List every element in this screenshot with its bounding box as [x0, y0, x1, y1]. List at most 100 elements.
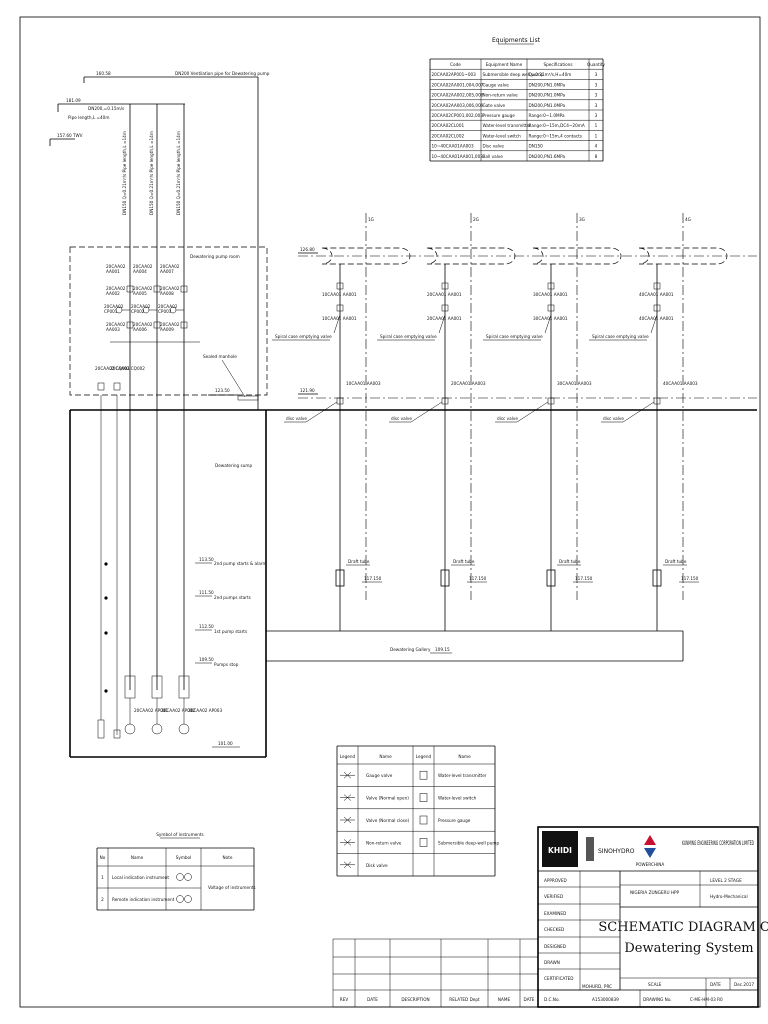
level-text-1: 2nd pump starts & alarm	[214, 561, 267, 566]
ventilation-elev: 160.58	[96, 71, 111, 76]
sump-title: Dewatering sump	[215, 463, 252, 468]
drawing-value: C-ME-HM-03 R0	[690, 997, 723, 1002]
dc-label: D.C.No.	[544, 997, 560, 1002]
legend-left-name: Valve (Normal open)	[366, 796, 409, 801]
equipment-cell: Submersible deep well pump	[483, 72, 544, 77]
drawing-label: DRAWING No.	[643, 997, 672, 1002]
pump-tag-1: 20CAA02 AP001	[134, 708, 168, 713]
date-value: Dec.2017	[734, 982, 754, 987]
equipment-cell: 10~40CAA01AA001,003	[432, 154, 484, 159]
svg-text:AA008: AA008	[160, 291, 174, 296]
certificated-value: MOHURD, PRC	[582, 984, 612, 989]
equipment-cell: DN200,PN1.0MPa	[529, 93, 566, 98]
instrument-name: Local indication instrument	[112, 875, 169, 880]
dewatering-gallery: Dewatering Gallery 109.15	[266, 630, 684, 662]
unit-2-spiral-valve-label: Spiral case emptying valve	[380, 334, 437, 339]
twv-elev: 157.60 TWV	[57, 133, 83, 138]
unit-1-disc-valve-label: disc valve	[286, 416, 307, 421]
unit-1-draft-label: Draft tube	[348, 559, 370, 564]
riser-label-3: DN150 Q=0.21m³/s Pipe length,L =14m	[176, 131, 181, 215]
revision-header: DATE	[367, 997, 378, 1002]
unit-1-spiral-tag-2: 10CAA01 AA001	[322, 316, 357, 321]
role-checked: CHECKED	[544, 927, 564, 932]
disc-elev: 121.90	[300, 388, 315, 393]
dc-value: A153000839	[592, 997, 619, 1002]
gallery-elev: 109.15	[435, 647, 450, 652]
pump-tag-2: 20CAA02 AP002	[161, 708, 195, 713]
riser-label-1: DN150 Q=0.21m³/s Pipe length,L =14m	[122, 131, 127, 215]
legend-left-name: Disk valve	[366, 863, 388, 868]
unit-4-draft-label: Draft tube	[665, 559, 687, 564]
svg-text:20CAA02: 20CAA02	[158, 304, 178, 309]
level-text-4: Pumps stop	[214, 662, 239, 667]
powerchina-logo	[644, 835, 656, 845]
svg-text:20CAA02: 20CAA02	[106, 264, 126, 269]
unit-3-disc-tag: 30CAA01 AA003	[557, 381, 592, 386]
scale-label: SCALE	[648, 982, 662, 987]
unit-3-draft-elev: 117.150	[575, 576, 593, 581]
equipment-cell: DN200,PN1.6MPa	[529, 154, 566, 159]
sinohydro-logo-text: SINOHYDRO	[598, 848, 635, 855]
equipment-cell: Gauge valve	[483, 82, 510, 87]
unit-3-disc-valve-label: disc valve	[497, 416, 518, 421]
equipment-cell: 3	[595, 103, 598, 108]
instrument-tag-cq002: 20CAA02 CQ002	[110, 366, 145, 371]
legend-left-name: Valve (Normal close)	[366, 818, 410, 823]
discharge-pipe: 181.09 DN200,=0.15m/s Pipe length,L =40m…	[49, 98, 185, 146]
company-name: KUNMING ENGINEERING CORPORATION LIMITED	[682, 840, 754, 847]
khidi-logo	[542, 831, 578, 867]
equipment-cell: 20CAA02CL002	[432, 133, 465, 138]
svg-text:AA003: AA003	[106, 327, 120, 332]
equipment-cell: Water-level switch	[483, 133, 522, 138]
equipment-header: Quantity	[587, 62, 606, 67]
powerchina-logo-text: POWERCHINA	[636, 862, 665, 867]
legend-right-symbol	[419, 815, 428, 825]
legend-right-symbol	[419, 770, 428, 780]
equipment-cell: Q=0.21m³/s,H=40m	[529, 72, 572, 77]
unit-4-spiral-tag: 40CAA01 AA001	[639, 292, 674, 297]
unit-3-spiral-tag-2: 30CAA01 AA001	[533, 316, 568, 321]
room-floor-elev: 123.50	[215, 388, 230, 393]
equipment-cell: 20CAA02CP001,002,003	[432, 113, 484, 118]
gallery-label: Dewatering Gallery	[390, 647, 431, 652]
equipment-header: Equipment Name	[486, 62, 523, 67]
instrument-name: Remote indication instrument	[112, 897, 175, 902]
instruments-header: Name	[131, 855, 144, 860]
equipment-cell: 1	[595, 123, 598, 128]
equipment-title: Equipments List	[492, 37, 541, 44]
pump-tag-3: 20CAA02 AP003	[188, 708, 222, 713]
role-certificated: CERTIFICATED	[544, 976, 574, 981]
revision-header: REV	[340, 997, 349, 1002]
discharge-spec: DN200,=0.15m/s	[88, 106, 124, 111]
project-name: NIGERIA ZUNGERU HPP	[630, 890, 680, 895]
drawing-title-2: Dewatering System	[624, 941, 753, 956]
svg-text:AA002: AA002	[106, 291, 120, 296]
unit-3-draft-label: Draft tube	[559, 559, 581, 564]
equipment-cell: Range:0~1.0MPa	[529, 113, 565, 118]
equipment-cell: 1	[595, 133, 598, 138]
equipment-cell: 3	[595, 82, 598, 87]
pump-room: Dewatering pump room 20CAA02AA001 20CAA0…	[69, 246, 268, 401]
unit-4-disc-tag: 40CAA01 AA003	[663, 381, 698, 386]
instruments-header: Symbol	[176, 855, 192, 860]
unit-1-label: 1G	[368, 217, 374, 222]
discipline: Hydro-Mechanical	[710, 894, 748, 899]
level-text-3: 1st pump starts	[214, 629, 247, 634]
date-label: DATE	[710, 982, 721, 987]
equipment-cell: 4	[595, 144, 598, 149]
role-approved: APPROVED	[544, 878, 567, 883]
sinohydro-logo	[586, 837, 594, 861]
svg-text:20CAA02: 20CAA02	[160, 264, 180, 269]
instrument-symbol	[176, 895, 184, 903]
equipment-cell: DN200,PN1.0MPa	[529, 103, 566, 108]
unit-4-draft-elev: 117.150	[681, 576, 699, 581]
equipment-cell: 20CAA02AP001~003	[432, 72, 477, 77]
unit-2-disc-tag: 20CAA01 AA003	[451, 381, 486, 386]
legend-right-name: Pressure gauge	[438, 818, 471, 823]
unit-2-draft-elev: 117.150	[469, 576, 487, 581]
svg-text:20CAA02: 20CAA02	[160, 286, 180, 291]
unit-2-disc-valve-label: disc valve	[391, 416, 412, 421]
drawing-title-1: SCHEMATIC DIAGRAM OF	[598, 920, 768, 935]
